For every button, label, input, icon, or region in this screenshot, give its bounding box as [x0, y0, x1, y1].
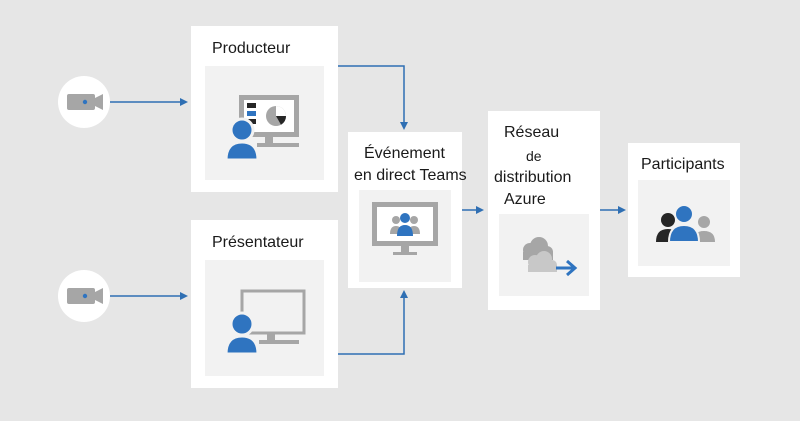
event-label-line2: en direct Teams — [354, 167, 467, 184]
arrow-presenter-event — [338, 290, 408, 355]
producer-screen-icon — [224, 95, 299, 162]
presenter-screen-icon — [224, 289, 306, 356]
cdn-label-line4: Azure — [504, 191, 546, 208]
video-camera-icon — [67, 288, 103, 304]
producer-label: Producteur — [212, 40, 291, 57]
participants-icon-area — [638, 180, 730, 266]
presenter-label: Présentateur — [212, 234, 304, 251]
cdn-label-line2: de — [526, 148, 542, 164]
camera-1 — [58, 76, 110, 128]
event-icon-area — [359, 190, 451, 282]
producer-icon-area — [205, 66, 324, 180]
camera-2 — [58, 270, 110, 322]
presenter-icon-area — [205, 260, 324, 376]
producer-node: Producteur — [191, 26, 338, 192]
cloud-arrow-icon — [523, 237, 578, 277]
cdn-icon-area — [499, 214, 589, 296]
presenter-node: Présentateur — [191, 220, 338, 388]
video-camera-icon — [67, 94, 103, 110]
teams-event-screen-icon — [372, 202, 438, 255]
teams-event-node: Événement en direct Teams — [348, 132, 467, 288]
cdn-label-line1: Réseau — [504, 124, 560, 141]
participants-label: Participants — [641, 156, 725, 173]
arrow-producer-event — [338, 65, 408, 130]
group-people-icon — [656, 204, 715, 243]
azure-cdn-node: Réseau de distribution Azure — [488, 111, 600, 310]
event-label-line1: Événement — [364, 145, 445, 162]
participants-node: Participants — [628, 143, 740, 277]
cdn-label-line3: distribution — [494, 169, 572, 186]
